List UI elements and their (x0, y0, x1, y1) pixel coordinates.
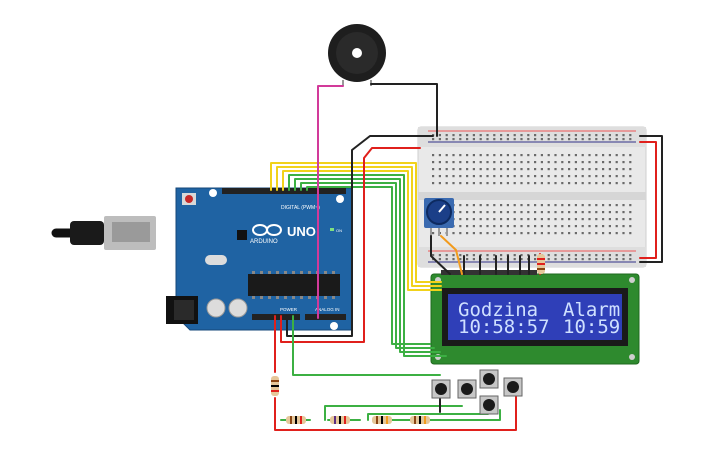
resistor-lcd[interactable] (537, 254, 545, 274)
lcd-screen (448, 294, 622, 340)
resistor-3[interactable] (372, 416, 392, 424)
breadboard[interactable] (417, 126, 647, 268)
digital-header (222, 188, 346, 194)
usb-cable (51, 216, 156, 250)
arduino-logo (252, 224, 282, 236)
push-button-3[interactable] (479, 369, 499, 389)
on-led-label: ON (336, 228, 342, 233)
brand-label: ARDUINO (250, 239, 278, 245)
lcd-line1-left: Godzina (458, 299, 539, 321)
lcd-line2-left: 10:58:57 (458, 316, 550, 338)
resistor-vertical[interactable] (271, 376, 279, 396)
power-header-label: POWER (280, 307, 298, 312)
lcd-line2-right: 10:59 (563, 316, 621, 338)
lcd-line1-right: Alarm (563, 299, 621, 321)
resistor-2[interactable] (330, 416, 350, 424)
digital-header-label: DIGITAL (PWM~) (281, 205, 320, 211)
analog-header (305, 314, 346, 320)
lcd-module[interactable] (430, 270, 640, 365)
push-button-1[interactable] (431, 379, 451, 399)
push-button-2[interactable] (457, 379, 477, 399)
piezo-buzzer[interactable] (328, 24, 386, 86)
wires (270, 83, 663, 431)
resistor-4[interactable] (410, 416, 430, 424)
analog-header-label: ANALOG IN (315, 307, 340, 312)
push-button-5[interactable] (503, 377, 523, 397)
push-button-4[interactable] (479, 395, 499, 415)
model-label: UNO (287, 224, 316, 239)
potentiometer[interactable] (424, 198, 454, 236)
breadboard-holes (432, 134, 632, 261)
lcd-pin-header (441, 270, 537, 275)
arduino-uno-board[interactable]: ARDUINO UNO DIGITAL (PWM~) POWER ANALOG … (166, 187, 353, 331)
atmega-chip (248, 274, 340, 296)
resistor-1[interactable] (286, 416, 306, 424)
